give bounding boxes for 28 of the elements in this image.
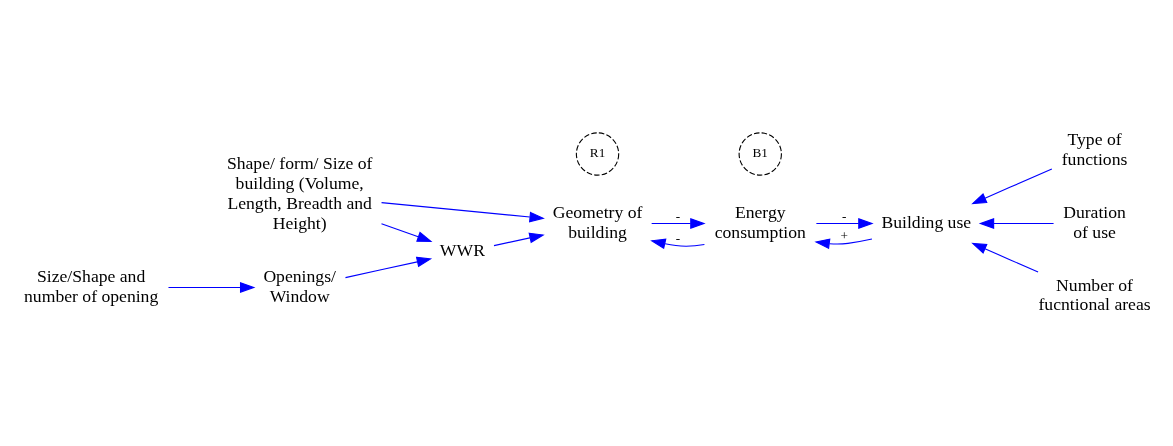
- arrow: [971, 242, 1039, 273]
- arrow: [650, 238, 705, 249]
- arrow: [651, 217, 706, 229]
- node-text: Number of fucntional areas: [1038, 274, 1151, 314]
- arrow: [814, 237, 873, 249]
- edge-label: -: [675, 229, 681, 245]
- arrow: [978, 217, 1055, 229]
- arrow: [493, 232, 545, 246]
- label: B1: [752, 144, 768, 160]
- node-text: Size/Shape and number of opening: [24, 265, 159, 306]
- node-text: Geometry of building: [552, 201, 643, 242]
- edge-label: +: [840, 227, 848, 243]
- edge-label: -: [675, 207, 681, 223]
- node-text: Energy consumption: [714, 201, 806, 242]
- arrow: [344, 256, 433, 278]
- arrow: [380, 222, 433, 242]
- label: R1: [589, 144, 606, 160]
- arrow: [971, 167, 1053, 204]
- node-text: Openings/ Window: [263, 265, 336, 306]
- arrow: [381, 201, 545, 222]
- node-text: Type of functions: [1061, 128, 1128, 169]
- edge-label: -: [841, 207, 847, 223]
- node-text: Shape/ form/ Size of building (Volume, Length, Breadth and Height): [226, 152, 373, 233]
- arrow: [167, 281, 256, 293]
- node-text: WWR: [439, 239, 485, 260]
- arrow: [815, 217, 874, 229]
- node-text: Duration of use: [1063, 201, 1126, 242]
- node-text: Building use: [881, 211, 972, 232]
